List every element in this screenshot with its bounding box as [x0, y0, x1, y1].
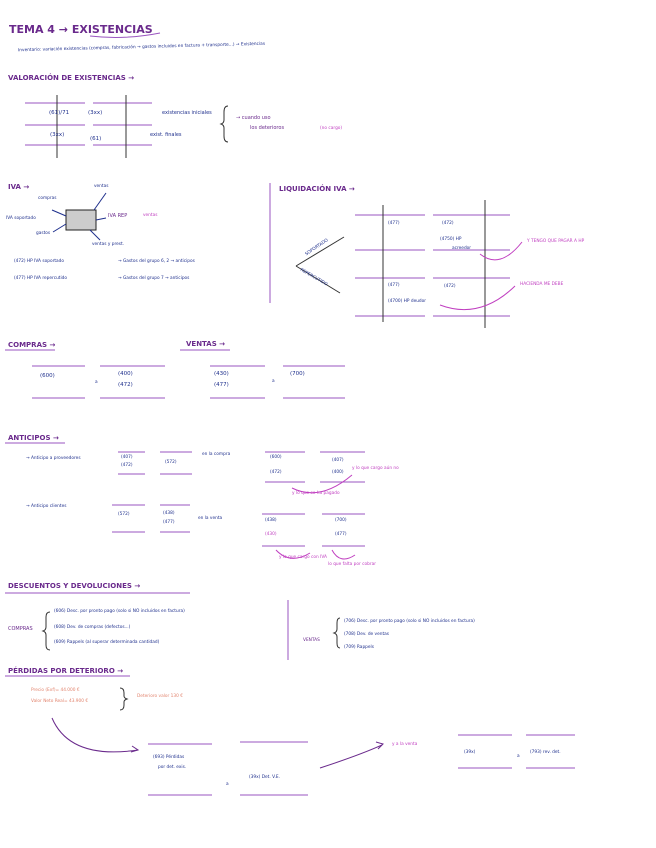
- liq-r1b-sub: acreedor: [452, 246, 472, 251]
- compras-right2: (472): [118, 382, 133, 388]
- label-existencias-iniciales: existencias iniciales: [162, 110, 212, 116]
- section-compras-title: COMPRAS →: [8, 341, 56, 349]
- perdidas-right: (39x) Det. V.E.: [249, 775, 280, 780]
- a2b-left1: (438): [265, 518, 277, 523]
- compras-left: (600): [40, 373, 55, 379]
- liq-r1-left: (477): [388, 221, 400, 226]
- perdidas-valor-neto: Valor Neto Real= 43.900 €: [31, 699, 89, 704]
- iva-arrow-ventas: ventas: [94, 184, 109, 189]
- liq-r1-right: (472): [442, 221, 454, 226]
- section-iva-title: IVA →: [8, 183, 30, 191]
- perdidas-left1: (693) Pérdidas: [153, 755, 185, 760]
- iva-line2-text: → Gastos del grupo 7 → anticipos: [118, 276, 190, 281]
- valoracion-row2-left: (3xx): [50, 132, 65, 138]
- a2b-sub: y lo que cargo con IVA: [279, 555, 327, 560]
- liq-r2-left: (477): [388, 283, 400, 288]
- a2b-sub2: lo que falta por cobrar: [328, 562, 377, 567]
- ventas-a: a: [272, 379, 275, 384]
- valoracion-row1-left: (61)/71: [49, 110, 70, 116]
- perdidas-deterioro: Deterioro valor 130 €: [137, 694, 183, 699]
- note-tengo-que-pagar: Y TENGO QUE PAGAR A HP: [527, 239, 585, 244]
- a2b-right1: (700): [335, 518, 347, 523]
- a1b-note: y lo que cargo aún no: [352, 466, 399, 471]
- note-no-cargo: (no cargo): [320, 126, 343, 131]
- iva-box-right-label: IVA REP: [108, 213, 128, 219]
- iva-box-right-small: ventas: [143, 213, 158, 218]
- perdidas-note: y a la venta: [392, 742, 418, 747]
- section-descuentos-title: DESCUENTOS Y DEVOLUCIONES →: [8, 582, 141, 590]
- a1-note: en la compra: [202, 452, 231, 457]
- a2b-left2: (430): [265, 532, 277, 537]
- descuento-compras-606: (606) Desc. por pronto pago (solo si NO …: [54, 609, 185, 614]
- compras-a: a: [95, 380, 98, 385]
- descuento-compras-608: (608) Dev. de compras (defectos...): [54, 625, 131, 630]
- perdidas-precio: Precio (Exf)= 44.000 €: [31, 688, 80, 693]
- section-anticipos-title: ANTICIPOS →: [8, 434, 59, 442]
- a1-left2: (472): [121, 463, 133, 468]
- ventas-left2: (477): [214, 382, 229, 388]
- ventas-left1: (430): [214, 371, 229, 377]
- a2-right1: (438): [163, 511, 175, 516]
- a1b-left1: (600): [270, 455, 282, 460]
- section-valoracion-title: VALORACIÓN DE EXISTENCIAS →: [8, 74, 135, 82]
- a2-left: (572): [118, 512, 130, 517]
- perdidas-r-left: (39x): [464, 750, 476, 755]
- liq-r2-right: (472): [444, 284, 456, 289]
- section-ventas-title: VENTAS →: [186, 340, 226, 348]
- iva-line1-text: → Gastos del grupo 6, 2 → anticipos: [118, 259, 195, 264]
- perdidas-a: a: [226, 782, 229, 787]
- valoracion-row1-right: (3xx): [88, 110, 103, 116]
- note-hacienda-me-debe: HACIENDA ME DEBE: [520, 282, 564, 287]
- perdidas-left2: por det. exis.: [158, 765, 187, 770]
- anticipo-clientes-label: → Anticipo clientes: [26, 504, 67, 509]
- iva-line2-acct: (477) HP IVA repercutido: [14, 276, 68, 281]
- liq-r2b-left: (4700) HP deudor: [388, 299, 427, 304]
- a1-left1: (407): [121, 455, 133, 460]
- perdidas-r-right: (793) rev. det.: [530, 750, 561, 755]
- descuento-compras-609: (609) Rappels (al superar determinada ca…: [54, 640, 160, 645]
- iva-line1-acct: (472) HP IVA soportado: [14, 259, 65, 264]
- descuento-ventas-709: (709) Rappels: [344, 645, 374, 650]
- a1b-sub: y lo que se ha pagado: [292, 491, 340, 496]
- ventas-right: (700): [290, 371, 305, 377]
- a1b-right2: (400): [332, 470, 344, 475]
- page-title: TEMA 4 → EXISTENCIAS: [9, 23, 153, 36]
- valoracion-row2-right: (61): [90, 136, 102, 142]
- descuento-ventas-708: (708) Dev. de ventas: [344, 632, 390, 637]
- iva-box-left-label: IVA soportado: [6, 216, 36, 221]
- a2b-right2: (477): [335, 532, 347, 537]
- anticipo-proveedores-label: → Anticipo a proveedores: [26, 456, 81, 461]
- section-perdidas-title: PÉRDIDAS POR DETERIORO →: [8, 667, 124, 675]
- a2-note: en la venta: [198, 516, 223, 521]
- iva-arrow-bottom: ventas y prest.: [92, 242, 125, 247]
- a1b-right1: (407): [332, 458, 344, 463]
- a2-right2: (477): [163, 520, 175, 525]
- descuentos-compras-label: COMPRAS: [8, 626, 33, 632]
- section-liquidacion-title: LIQUIDACIÓN IVA →: [279, 185, 355, 193]
- iva-arrow-compras: compras: [38, 196, 57, 201]
- descuentos-ventas-label: VENTAS: [303, 638, 320, 643]
- note-deterioros: los deterioros: [250, 125, 285, 131]
- label-existencias-finales: exist. finales: [150, 132, 182, 138]
- a1-right: (572): [165, 460, 177, 465]
- descuento-ventas-706: (706) Desc. por pronto pago (solo si NO …: [344, 619, 475, 624]
- a1b-left2: (472): [270, 470, 282, 475]
- note-cuando-uso: → cuando uso: [236, 115, 271, 121]
- perdidas-r-a: a: [517, 754, 520, 759]
- liq-r1b-right: (4750) HP: [440, 237, 462, 242]
- iva-arrow-gastos: gastos: [36, 231, 51, 236]
- compras-right1: (400): [118, 371, 133, 377]
